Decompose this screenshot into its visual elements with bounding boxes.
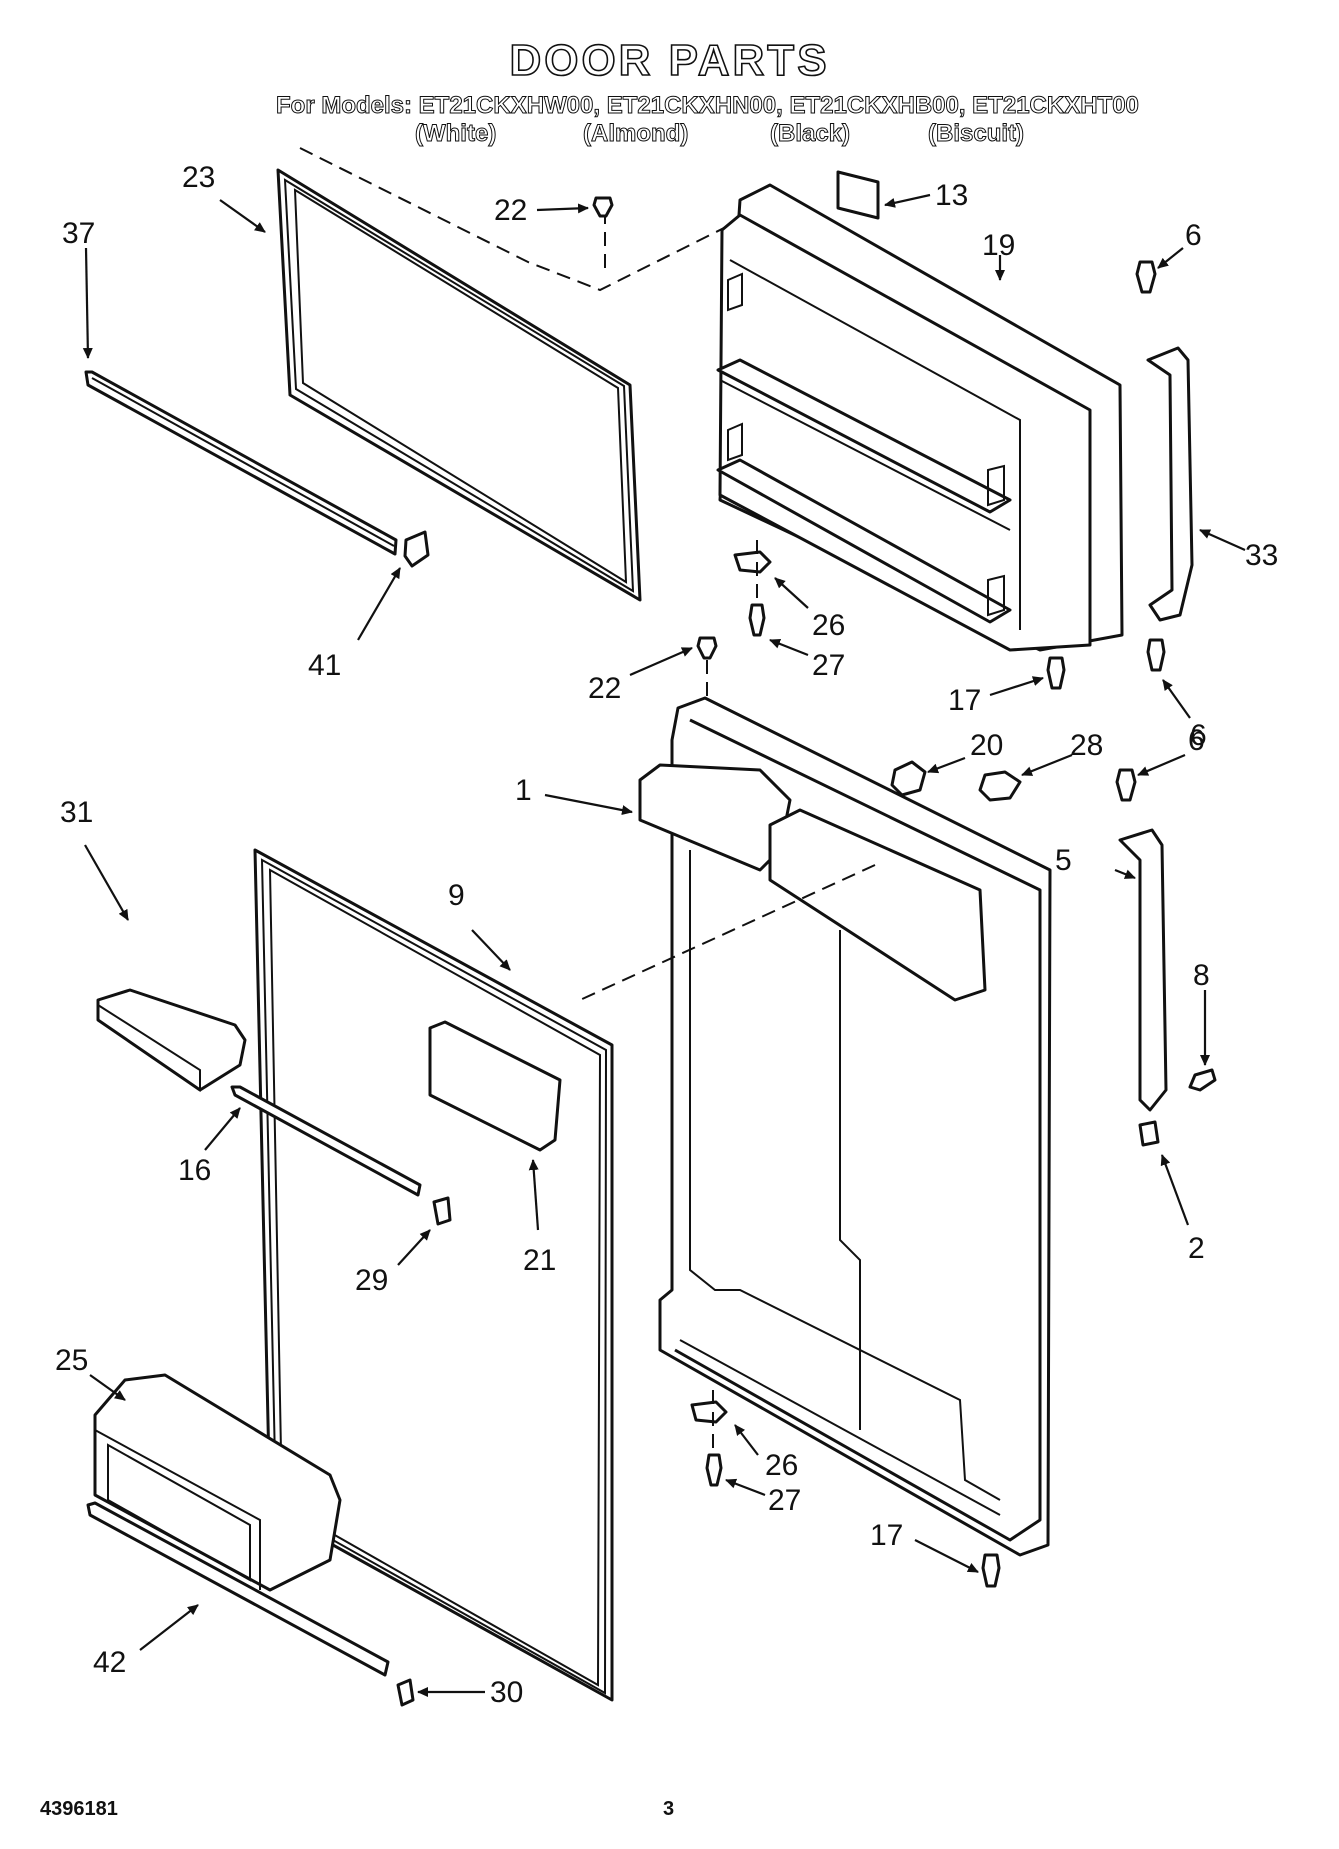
callout-20: 20 — [970, 729, 1003, 762]
freezer-door-gasket — [276, 168, 642, 602]
callout-6b: 6 — [1190, 719, 1207, 752]
callout-23: 23 — [182, 161, 215, 194]
freezer-door-handle — [1146, 346, 1194, 622]
color-black: (Black) — [769, 120, 851, 148]
fresh-food-door-handle — [1118, 828, 1168, 1112]
dairy-door — [96, 988, 247, 1092]
document-number: 4396181 — [40, 1798, 118, 1820]
handle-screw-top — [1135, 260, 1157, 294]
shelf-trim — [230, 1085, 422, 1197]
door-screw-upper — [1046, 656, 1066, 690]
page-number: 3 — [663, 1798, 675, 1820]
callout-21: 21 — [523, 1244, 556, 1277]
freezer-shelf-rail — [84, 370, 398, 556]
callout-6a: 6 — [1185, 219, 1202, 252]
callout-2: 2 — [1188, 1232, 1205, 1265]
color-white: (White) — [414, 120, 497, 148]
callout-26b: 26 — [765, 1449, 798, 1482]
color-almond: (Almond) — [582, 120, 689, 148]
handle-end-screw — [1188, 1068, 1217, 1092]
models-line: For Models: ET21CKXHW00, ET21CKXHN00, ET… — [276, 92, 1140, 120]
callout-42: 42 — [93, 1646, 126, 1679]
alignment-line-upper — [299, 147, 771, 292]
alignment-line-lower — [579, 864, 876, 1001]
fresh-food-door-gasket — [253, 848, 614, 1702]
callout-9: 9 — [448, 879, 465, 912]
callout-17b: 17 — [870, 1519, 903, 1552]
door-pin-lower — [696, 636, 718, 660]
fresh-food-door-liner — [638, 696, 1052, 1557]
hinge-bushing-upper — [733, 550, 772, 574]
hole-plug — [978, 770, 1022, 802]
door-pin-upper — [592, 196, 614, 218]
hinge-screw-lower — [705, 1453, 723, 1487]
label-sticker — [836, 170, 880, 220]
handle-screw-bottom — [1146, 638, 1166, 672]
callout-17a: 17 — [948, 684, 981, 717]
trim-clip — [432, 1196, 452, 1226]
door-screw-lower — [981, 1553, 1001, 1588]
callout-27b: 27 — [768, 1484, 801, 1517]
bin-front-cover — [428, 1020, 562, 1152]
door-bin — [93, 1373, 342, 1592]
color-biscuit: (Biscuit) — [928, 120, 1025, 148]
callout-19: 19 — [982, 229, 1015, 262]
callout-8: 8 — [1193, 959, 1210, 992]
callout-30: 30 — [490, 1676, 523, 1709]
page-title: DOOR PARTS — [509, 35, 830, 86]
door-stop-cam — [890, 760, 927, 797]
callout-37: 37 — [62, 217, 95, 250]
callout-1: 1 — [515, 774, 532, 807]
handle-end-cap — [1138, 1120, 1160, 1147]
freezer-door-liner — [716, 183, 1124, 652]
callouts: 23 37 22 13 19 6 41 26 27 33 22 17 6 20 … — [55, 161, 1278, 1709]
callout-25: 25 — [55, 1344, 88, 1377]
callout-6c: 6 — [1188, 724, 1205, 757]
callout-33: 33 — [1245, 539, 1278, 572]
callout-27a: 27 — [812, 649, 845, 682]
callout-29: 29 — [355, 1264, 388, 1297]
bin-trim-clip — [396, 1678, 415, 1707]
callout-13: 13 — [935, 179, 968, 212]
hinge-bushing-lower — [690, 1400, 728, 1424]
callout-16: 16 — [178, 1154, 211, 1187]
callout-22a: 22 — [494, 194, 527, 227]
rail-clip — [403, 530, 430, 568]
callout-5: 5 — [1055, 844, 1072, 877]
callout-26a: 26 — [812, 609, 845, 642]
callout-41: 41 — [308, 649, 341, 682]
handle-screw-fresh — [1115, 768, 1137, 802]
callout-28: 28 — [1070, 729, 1103, 762]
hinge-screw-upper — [748, 603, 766, 637]
bin-trim — [86, 1501, 390, 1677]
callout-22b: 22 — [588, 672, 621, 705]
callout-31: 31 — [60, 796, 93, 829]
